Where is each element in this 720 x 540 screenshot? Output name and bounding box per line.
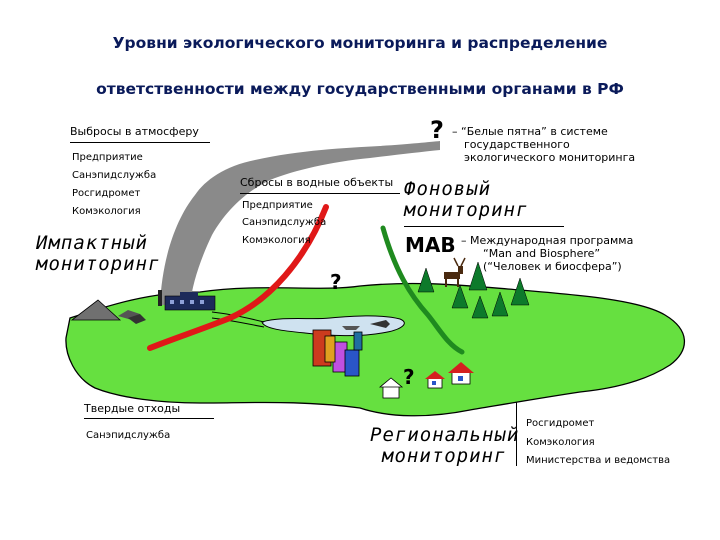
air-item-komekologiya: Комэкология (72, 206, 141, 217)
tree-icon (471, 295, 489, 319)
deer-icon (444, 257, 466, 287)
tree-icon (510, 277, 530, 306)
divider (240, 193, 400, 194)
city-icon (312, 329, 363, 377)
question-mark-legend: ? (430, 116, 444, 144)
divider (516, 402, 517, 466)
water-body (261, 315, 405, 337)
impact-monitoring-arrow (147, 204, 329, 351)
house-icon (448, 362, 474, 385)
smoke-plume (160, 141, 440, 305)
house-icon (425, 371, 445, 389)
tree-icon (451, 284, 469, 309)
factory-icon (158, 290, 216, 311)
diagram-title-line2: ответственности между государственными о… (96, 80, 624, 98)
mab-description: – Международная программа “Man and Biosp… (461, 234, 634, 273)
air-item-rosgidromet: Росгидромет (72, 188, 141, 199)
water-item-komekologiya: Комэкология (242, 235, 311, 246)
water-item-enterprise: Предприятие (242, 200, 313, 211)
fish-icon (370, 320, 390, 328)
divider (84, 418, 214, 419)
background-monitoring-arrow (380, 225, 465, 355)
solid-waste-header: Твердые отходы (84, 402, 181, 415)
background-monitoring-label: Фоновый мониторинг (404, 178, 529, 221)
water-discharge-header: Сбросы в водные объекты (240, 176, 394, 189)
question-mark-river: ? (330, 270, 342, 294)
diagram-title-line1: Уровни экологического мониторинга и расп… (112, 34, 608, 52)
divider (404, 226, 564, 227)
mab-abbreviation: MAB (405, 233, 456, 257)
house-icon (378, 377, 404, 399)
question-mark-settlement: ? (403, 365, 415, 389)
white-spots-note: – “Белые пятна” в системе государственно… (452, 125, 636, 164)
air-item-sanepid: Санэпидслужба (72, 170, 157, 181)
land-area (65, 282, 686, 417)
regional-agency-komekologiya: Комэкология (526, 437, 595, 448)
tree-icon (417, 267, 435, 293)
solid-waste-item-sanepid: Санэпидслужба (86, 430, 171, 441)
impact-monitoring-label: Импактный мониторинг (36, 232, 161, 275)
regional-agency-rosgidromet: Росгидромет (526, 418, 595, 429)
tree-icon (491, 291, 509, 317)
hill (70, 299, 122, 321)
divider (70, 142, 210, 143)
waste-dump-icon (118, 310, 146, 324)
air-item-enterprise: Предприятие (72, 152, 143, 163)
regional-monitoring-label: Региональный мониторинг (370, 424, 520, 467)
tree-icon (468, 261, 488, 291)
regional-agency-ministries: Министерства и ведомства (526, 455, 671, 466)
boat-icon (342, 326, 360, 330)
water-item-sanepid: Санэпидслужба (242, 217, 327, 228)
air-emissions-header: Выбросы в атмосферу (70, 125, 199, 138)
